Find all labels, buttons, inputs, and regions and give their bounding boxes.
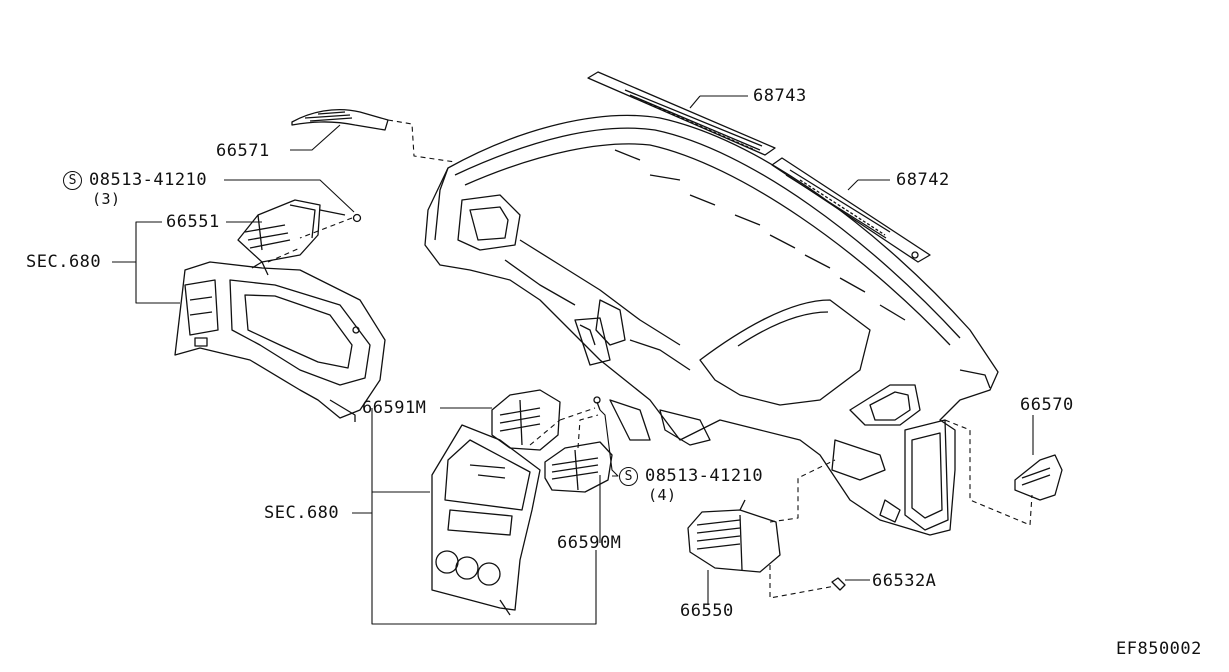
vent-66551-shape <box>238 200 345 262</box>
part-label-66591m: 66591M <box>362 398 427 418</box>
defroster-grille-68742-shape <box>772 158 930 262</box>
section-ref-lower: SEC.680 <box>264 503 340 523</box>
screw-part-number-upper: 08513-41210 <box>89 170 208 190</box>
diagram-code: EF850002 <box>1116 639 1202 659</box>
side-vent-66570-shape <box>1015 455 1062 500</box>
part-label-66570: 66570 <box>1020 395 1074 415</box>
leader-lines <box>112 96 1033 624</box>
part-label-66551: 66551 <box>166 212 220 232</box>
standard-part-mark-upper: S <box>63 171 82 190</box>
part-label-68742: 68742 <box>896 170 950 190</box>
instrument-panel-shape <box>425 115 998 535</box>
part-label-68743: 68743 <box>753 86 807 106</box>
part-label-66532a: 66532A <box>872 571 937 591</box>
part-label-66571: 66571 <box>216 141 270 161</box>
side-vent-66571-shape <box>292 110 388 130</box>
vent-66590m-shape <box>545 442 612 492</box>
center-panel-shape <box>432 425 540 615</box>
cluster-lid-shape <box>175 262 385 422</box>
part-label-66550: 66550 <box>680 601 734 621</box>
part-label-66590m: 66590M <box>557 533 622 553</box>
screw-quantity-lower: (4) <box>648 486 677 504</box>
defroster-grille-68743-shape <box>588 72 775 155</box>
standard-part-mark-lower: S <box>619 467 638 486</box>
vent-66550-shape <box>688 500 780 572</box>
screw-quantity-upper: (3) <box>92 190 121 208</box>
screw-shapes <box>354 215 846 591</box>
screw-part-number-lower: 08513-41210 <box>645 466 764 486</box>
section-ref-upper: SEC.680 <box>26 252 102 272</box>
